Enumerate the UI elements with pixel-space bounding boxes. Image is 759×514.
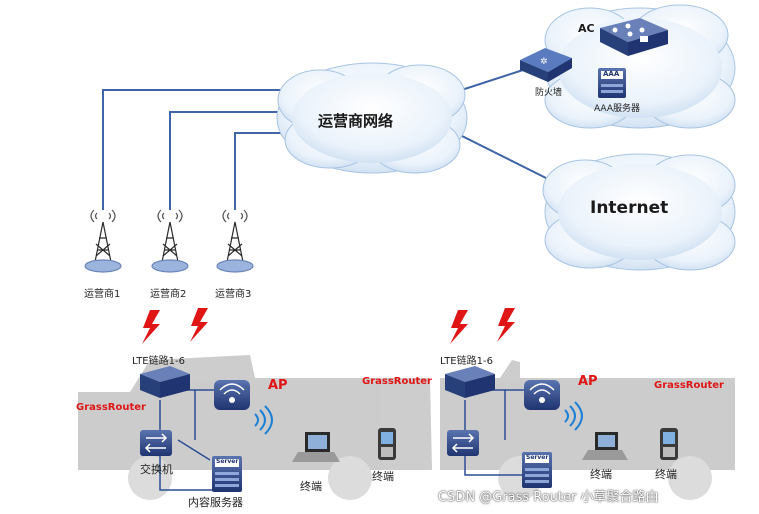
vehicle-2-switch-icon — [447, 430, 479, 456]
vehicle-2-terminal-label-1: 终端 — [590, 468, 612, 481]
internet-cloud — [542, 153, 736, 271]
vehicle-1-terminal-label-2: 终端 — [372, 470, 394, 483]
vehicle-1-ap-icon — [214, 380, 250, 410]
vehicle-1-lte-label: LTE链路1-6 — [132, 356, 185, 367]
internet-label: Internet — [590, 198, 669, 218]
operator-network-cloud — [276, 62, 468, 174]
vehicle-1-router-label: GrassRouter — [76, 402, 146, 413]
cell-tower-1-icon — [84, 209, 122, 273]
vehicle-1-wifi-icon — [254, 405, 273, 435]
vehicle-2-server-icon — [522, 452, 552, 488]
svg-text:✲: ✲ — [540, 57, 548, 67]
lte-lightning-icons — [142, 308, 515, 344]
tower-label-2: 运营商2 — [150, 289, 187, 300]
vehicle-2-phone-icon — [660, 428, 678, 460]
ac-controller-icon — [600, 18, 668, 56]
vehicle-2-router-label-2: GrassRouter — [654, 380, 724, 391]
vehicle-1-server-icon — [212, 456, 242, 492]
vehicle-2-wifi-icon — [564, 401, 583, 431]
watermark: CSDN @Grass Router 小草聚合路由 — [438, 490, 659, 505]
vehicle-1-switch-label: 交换机 — [140, 463, 173, 476]
cell-tower-icons — [84, 209, 254, 273]
firewall-label: 防火墙 — [535, 88, 563, 98]
vehicle-2-router-icon — [445, 366, 495, 398]
vehicle-2-laptop-icon — [582, 432, 628, 460]
vehicle-1-terminal-label-1: 终端 — [300, 480, 322, 493]
cell-tower-3-icon — [216, 209, 254, 273]
vehicle-1-switch-icon — [140, 430, 172, 456]
tower-label-3: 运营商3 — [215, 289, 252, 300]
aaa-server-label: AAA服务器 — [594, 104, 640, 114]
vehicle-1-server-icon-text: Server — [216, 458, 239, 465]
aaa-icon-text: AAA — [603, 70, 620, 78]
ac-label: AC — [578, 22, 595, 35]
tower-label-1: 运营商1 — [84, 289, 121, 300]
vehicle-2-lte-label: LTE链路1-6 — [440, 356, 493, 367]
operator-network-label: 运营商网络 — [318, 112, 394, 130]
cell-tower-2-icon — [151, 209, 189, 273]
vehicle-1-ap-label: AP — [268, 378, 288, 393]
vehicle-1-server-label: 内容服务器 — [188, 496, 243, 509]
vehicle-2-ap-label: AP — [578, 374, 598, 389]
aaa-server-icon — [598, 68, 626, 98]
firewall-icon: ✲ — [520, 48, 572, 82]
vehicle-2-router-label-1: GrassRouter — [362, 376, 432, 387]
vehicle-2-terminal-label-2: 终端 — [655, 468, 677, 481]
vehicle-2-server-icon-text: Server — [526, 454, 549, 461]
vehicle-1-phone-icon — [378, 428, 396, 460]
vehicle-1-router-icon — [140, 366, 190, 398]
vehicle-1-laptop-icon — [292, 432, 340, 462]
vehicle-2-ap-icon — [524, 380, 560, 410]
